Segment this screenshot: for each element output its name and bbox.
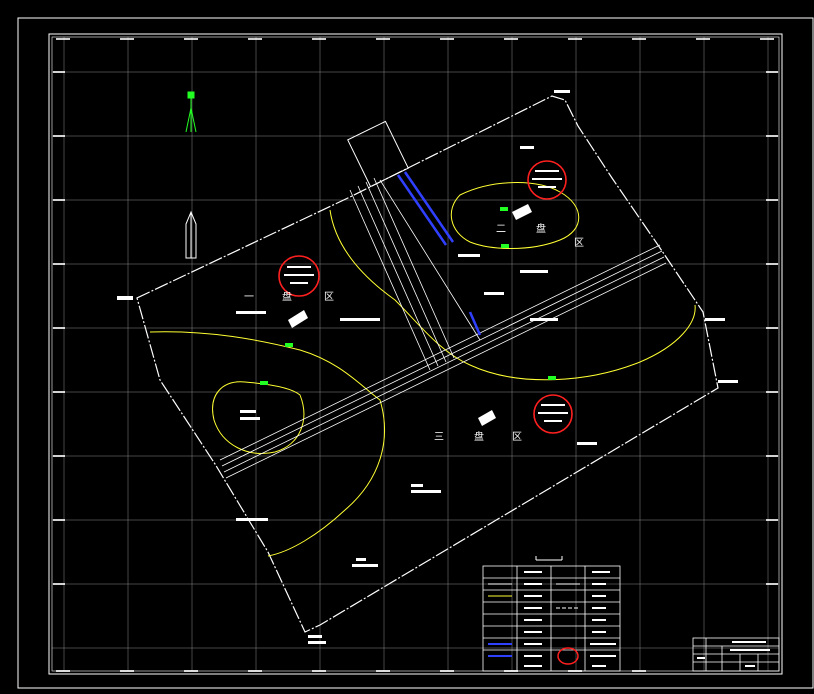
map-frame — [48, 33, 783, 675]
map-inner-frame — [51, 36, 780, 672]
zone-3-letter: 区 — [512, 431, 522, 443]
green-markers — [260, 207, 556, 385]
equipment-icons — [288, 204, 532, 426]
reference-marker-icon — [185, 210, 197, 259]
shaft-building — [347, 120, 409, 188]
north-arrow-icon — [185, 91, 197, 133]
zone-3-char: 盘 — [474, 430, 484, 443]
zone-labels: 一 盘 区 二 盘 区 三 盘 区 — [244, 222, 584, 443]
zone-1-digit: 一 — [244, 292, 254, 303]
main-haulage-roads — [219, 177, 667, 479]
outer-frame — [17, 17, 814, 689]
zone-2-letter: 区 — [574, 237, 584, 249]
zone-1-char: 盘 — [282, 290, 292, 303]
red-annotation-circles — [278, 160, 573, 434]
circle-text — [284, 170, 568, 422]
grid-coordinate-labels — [53, 38, 778, 672]
coordinate-grid — [52, 37, 779, 671]
zone-3-digit: 三 — [434, 432, 444, 443]
legend-text-marks — [524, 571, 616, 667]
zone-2-digit: 二 — [496, 224, 506, 235]
scale-bar — [535, 556, 563, 561]
title-block-marks — [697, 641, 770, 667]
zone-1-letter: 区 — [324, 291, 334, 303]
annotation-marks — [117, 90, 738, 644]
legend-table — [482, 565, 621, 672]
legend-symbols — [488, 583, 580, 665]
mining-area-boundary — [136, 95, 719, 633]
zone-2-char: 盘 — [536, 222, 546, 235]
contour-lines — [149, 182, 696, 557]
title-block — [692, 637, 780, 672]
blue-pipeline — [396, 171, 482, 336]
